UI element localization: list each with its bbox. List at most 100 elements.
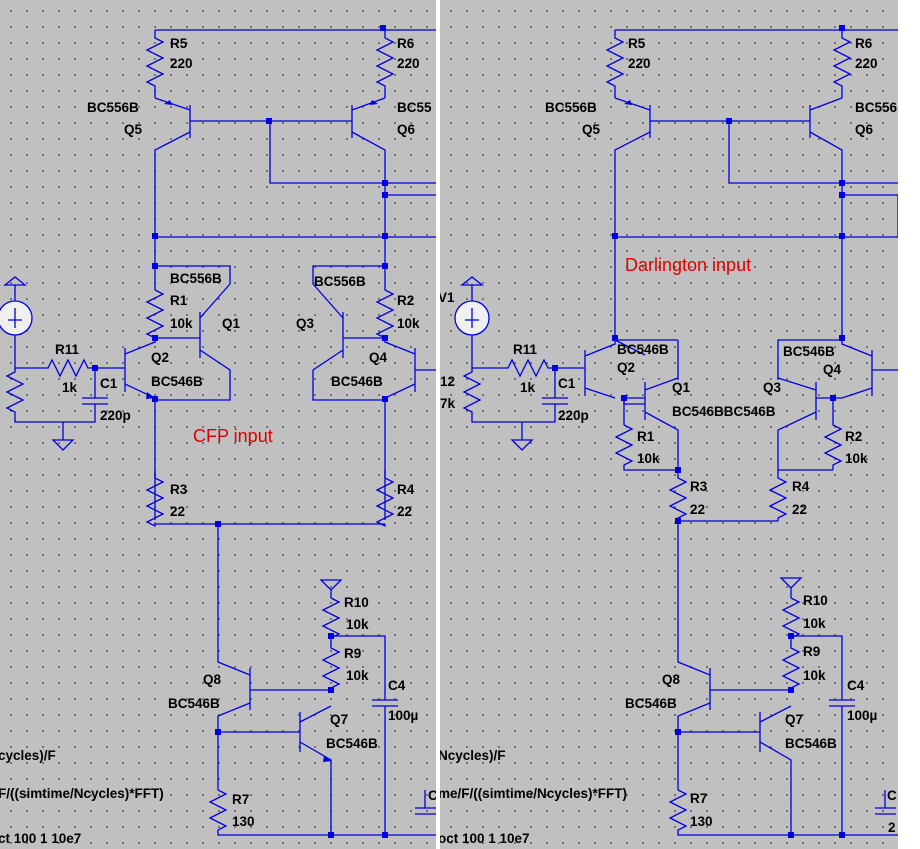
- q5-model: BC556B: [87, 100, 139, 115]
- r9-value: 10k: [346, 668, 369, 683]
- r9-resistor: [321, 645, 341, 690]
- r12-value: 7k: [440, 396, 456, 411]
- q1-transistor: [155, 283, 231, 401]
- r1-resistor: [145, 289, 165, 339]
- c1-capacitor: [542, 368, 568, 410]
- r6-resistor: [375, 30, 395, 98]
- r10-label: R10: [803, 593, 828, 608]
- q6-transistor: [809, 97, 843, 340]
- r10-label: R10: [344, 595, 369, 610]
- v1-source: [0, 300, 33, 336]
- c2-label: C: [428, 788, 436, 803]
- r7-resistor: [668, 789, 898, 836]
- schematic-panel-cfp[interactable]: R5 220 R6 220 BC556B Q5 BC55 Q6 BC556B R…: [0, 0, 436, 849]
- schematic-panel-darlington[interactable]: R5 220 R6 220 BC556B Q5 BC556 Q6 Darling…: [440, 0, 898, 849]
- q8-label: Q8: [203, 672, 222, 687]
- c4-value: 100µ: [388, 708, 418, 723]
- r7-label: R7: [690, 791, 707, 806]
- q1-label: Q1: [222, 316, 241, 331]
- q5-label: Q5: [124, 122, 143, 137]
- r4-resistor: [768, 470, 788, 521]
- directive-line-2: me/F/((simtime/Ncycles)*FFT): [440, 786, 627, 801]
- r5-resistor: [605, 30, 625, 98]
- q8-model: BC546B: [168, 696, 220, 711]
- q8-model: BC546B: [625, 696, 677, 711]
- r9-value: 10k: [803, 668, 826, 683]
- r3-label: R3: [170, 482, 188, 497]
- r6-value: 220: [855, 56, 878, 71]
- r2-resistor: [823, 398, 843, 470]
- q4-label: Q4: [369, 350, 388, 365]
- r5-value: 220: [628, 56, 651, 71]
- r11-value: 1k: [62, 380, 78, 395]
- r4-value: 22: [792, 502, 807, 517]
- q8-label: Q8: [662, 672, 681, 687]
- r11-label: R11: [513, 342, 538, 357]
- q3-transistor: [777, 377, 833, 471]
- r1-value: 10k: [170, 316, 193, 331]
- r9-label: R9: [344, 646, 361, 661]
- q5-transistor: [154, 97, 270, 237]
- r3-resistor: [668, 470, 778, 522]
- r9-resistor: [781, 645, 801, 690]
- q7-label: Q7: [330, 712, 348, 727]
- r12-resistor: [462, 368, 556, 423]
- r1-resistor: [614, 424, 678, 471]
- q2-model: BC546B: [151, 374, 203, 389]
- q4-model: BC546B: [331, 374, 383, 389]
- c2-value: 2: [888, 820, 896, 835]
- q6-transistor: [270, 97, 386, 185]
- q6-label: Q6: [855, 122, 874, 137]
- c4-label: C4: [847, 678, 865, 693]
- r7-label: R7: [232, 792, 249, 807]
- q5-transistor: [614, 97, 810, 340]
- q7-label: Q7: [785, 712, 803, 727]
- c1-capacitor: [82, 368, 108, 410]
- r3-value: 22: [690, 502, 705, 517]
- r9-label: R9: [803, 644, 820, 659]
- q3-label: Q3: [763, 380, 782, 395]
- q2-model: BC546B: [617, 342, 669, 357]
- r6-resistor: [832, 30, 852, 98]
- cfp-schematic: R5 220 R6 220 BC556B Q5 BC55 Q6 BC556B R…: [0, 25, 436, 846]
- r6-value: 220: [397, 56, 420, 71]
- q5-label: Q5: [582, 122, 601, 137]
- q7-model: BC546B: [785, 736, 837, 751]
- q6-model: BC55: [397, 100, 432, 115]
- r1-label: R1: [170, 293, 188, 308]
- r4-value: 22: [397, 504, 412, 519]
- r5-value: 220: [170, 56, 193, 71]
- q1-label: Q1: [672, 380, 691, 395]
- r1-value: 10k: [637, 451, 660, 466]
- c1-label: C1: [100, 376, 118, 391]
- r7-value: 130: [690, 814, 713, 829]
- q4-label: Q4: [823, 362, 842, 377]
- r4-label: R4: [792, 479, 810, 494]
- r6-label: R6: [397, 36, 415, 51]
- r1-label: R1: [637, 429, 655, 444]
- c4-label: C4: [388, 678, 406, 693]
- r11-value: 1k: [520, 380, 536, 395]
- darlington-schematic: R5 220 R6 220 BC556B Q5 BC556 Q6 Darling…: [440, 25, 898, 846]
- r2-value: 10k: [397, 316, 420, 331]
- annotation-cfp: CFP input: [193, 426, 273, 446]
- r10-value: 10k: [803, 616, 826, 631]
- q2-transistor: [624, 340, 679, 399]
- r12-label: 12: [440, 374, 455, 389]
- q2-transistor: [124, 338, 156, 520]
- r10-value: 10k: [346, 617, 369, 632]
- r5-resistor: [145, 30, 165, 98]
- c1-value: 220p: [558, 408, 589, 423]
- q1-model: BC556B: [170, 271, 222, 286]
- r2-resistor: [375, 266, 395, 339]
- q3-model: BC556B: [314, 274, 366, 289]
- directive-line-2: F/((simtime/Ncycles)*FFT): [0, 786, 164, 801]
- directive-line-1: Ncycles)/F: [440, 748, 506, 763]
- q3-label: Q3: [296, 316, 315, 331]
- c4-value: 100µ: [847, 708, 877, 723]
- q1-model: BC546BBC546B: [672, 404, 776, 419]
- r5-label: R5: [628, 36, 646, 51]
- q2-label: Q2: [617, 360, 635, 375]
- r2-label: R2: [845, 429, 862, 444]
- r6-label: R6: [855, 36, 873, 51]
